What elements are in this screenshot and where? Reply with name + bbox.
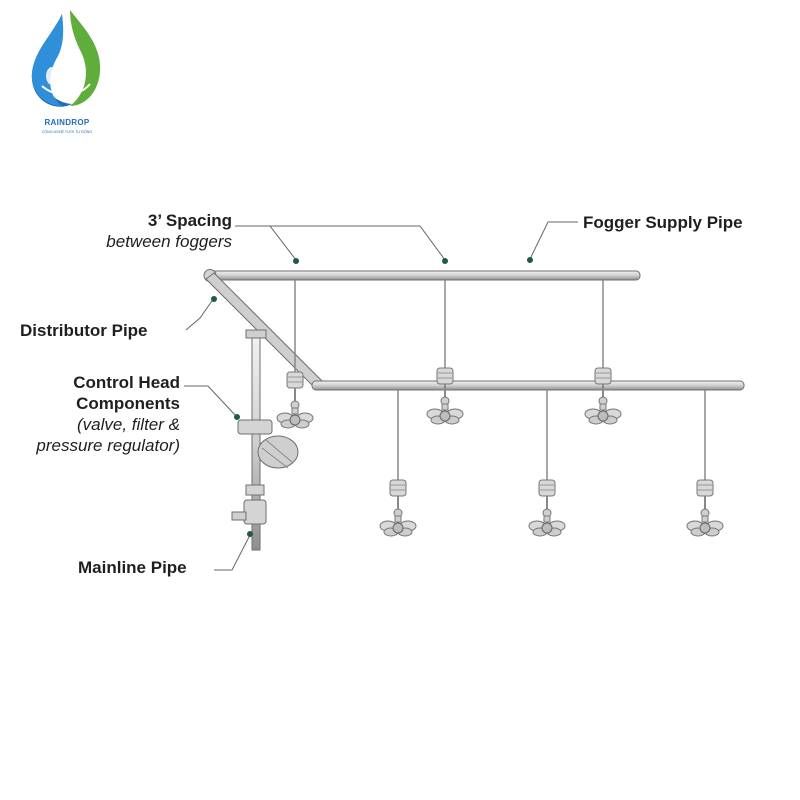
mainline-pipe-text: Mainline Pipe — [78, 558, 187, 577]
brand-name: RAINDROP — [44, 118, 90, 127]
control-head-line1: Control Head — [73, 373, 180, 392]
lower-supply-pipe — [311, 380, 745, 391]
distributor-pipe-text: Distributor Pipe — [20, 321, 148, 340]
fogger-supply-pipe — [203, 269, 641, 282]
spacing-title: 3’ Spacing — [147, 211, 232, 230]
distributor-pipe-label: Distributor Pipe — [20, 320, 148, 341]
control-head — [231, 329, 299, 551]
control-head-sub2: pressure regulator) — [36, 436, 180, 455]
mainline-pipe-label: Mainline Pipe — [78, 557, 187, 578]
fogger-supply-pipe-text: Fogger Supply Pipe — [583, 213, 743, 232]
water-drop-leaf-icon — [31, 10, 101, 107]
raindrop-logo: RAINDROP CÔNG NGHỆ TƯỚI TỰ ĐỘNG — [22, 6, 112, 146]
spacing-subtitle: between foggers — [106, 232, 232, 251]
control-head-label: Control Head Components (valve, filter &… — [10, 372, 180, 456]
control-head-sub1: (valve, filter & — [77, 415, 180, 434]
leader-lines — [184, 221, 578, 571]
leader-dots — [211, 257, 533, 537]
lower-foggers — [379, 390, 724, 537]
brand-tagline: CÔNG NGHỆ TƯỚI TỰ ĐỘNG — [41, 130, 93, 134]
upper-foggers — [276, 280, 622, 429]
fogger-supply-pipe-label: Fogger Supply Pipe — [583, 212, 743, 233]
spacing-label: 3’ Spacing between foggers — [100, 210, 232, 252]
control-head-line2: Components — [76, 394, 180, 413]
